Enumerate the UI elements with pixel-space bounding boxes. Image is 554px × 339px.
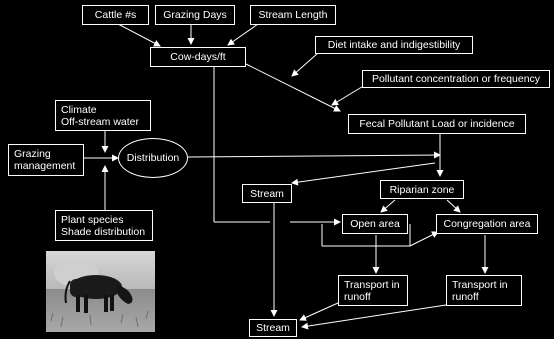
node-riparian-zone: Riparian zone — [380, 180, 464, 199]
node-distribution: Distribution — [118, 138, 188, 178]
node-plant-species: Plant species Shade distribution — [55, 210, 153, 241]
node-climate: Climate Off-stream water — [55, 100, 151, 131]
node-grazing-management: Grazing management — [8, 144, 84, 176]
node-stream-mid: Stream — [242, 184, 292, 203]
node-grazing-days: Grazing Days — [155, 5, 235, 25]
node-diet: Diet intake and indigestibility — [315, 36, 473, 54]
node-congregation-area: Congregation area — [436, 214, 538, 234]
node-open-area: Open area — [342, 214, 408, 234]
node-transport-congregation: Transport in runoff — [446, 275, 522, 306]
node-stream-length: Stream Length — [250, 5, 336, 25]
node-pollutant-concentration: Pollutant concentration or frequency — [362, 70, 550, 88]
node-cow-days: Cow-days/ft — [150, 47, 246, 67]
node-stream-bottom: Stream — [249, 319, 297, 337]
cow-photo — [46, 251, 155, 332]
node-cattle: Cattle #s — [82, 5, 149, 25]
node-transport-open: Transport in runoff — [338, 275, 408, 306]
node-fecal-pollutant-load: Fecal Pollutant Load or incidence — [348, 114, 526, 134]
